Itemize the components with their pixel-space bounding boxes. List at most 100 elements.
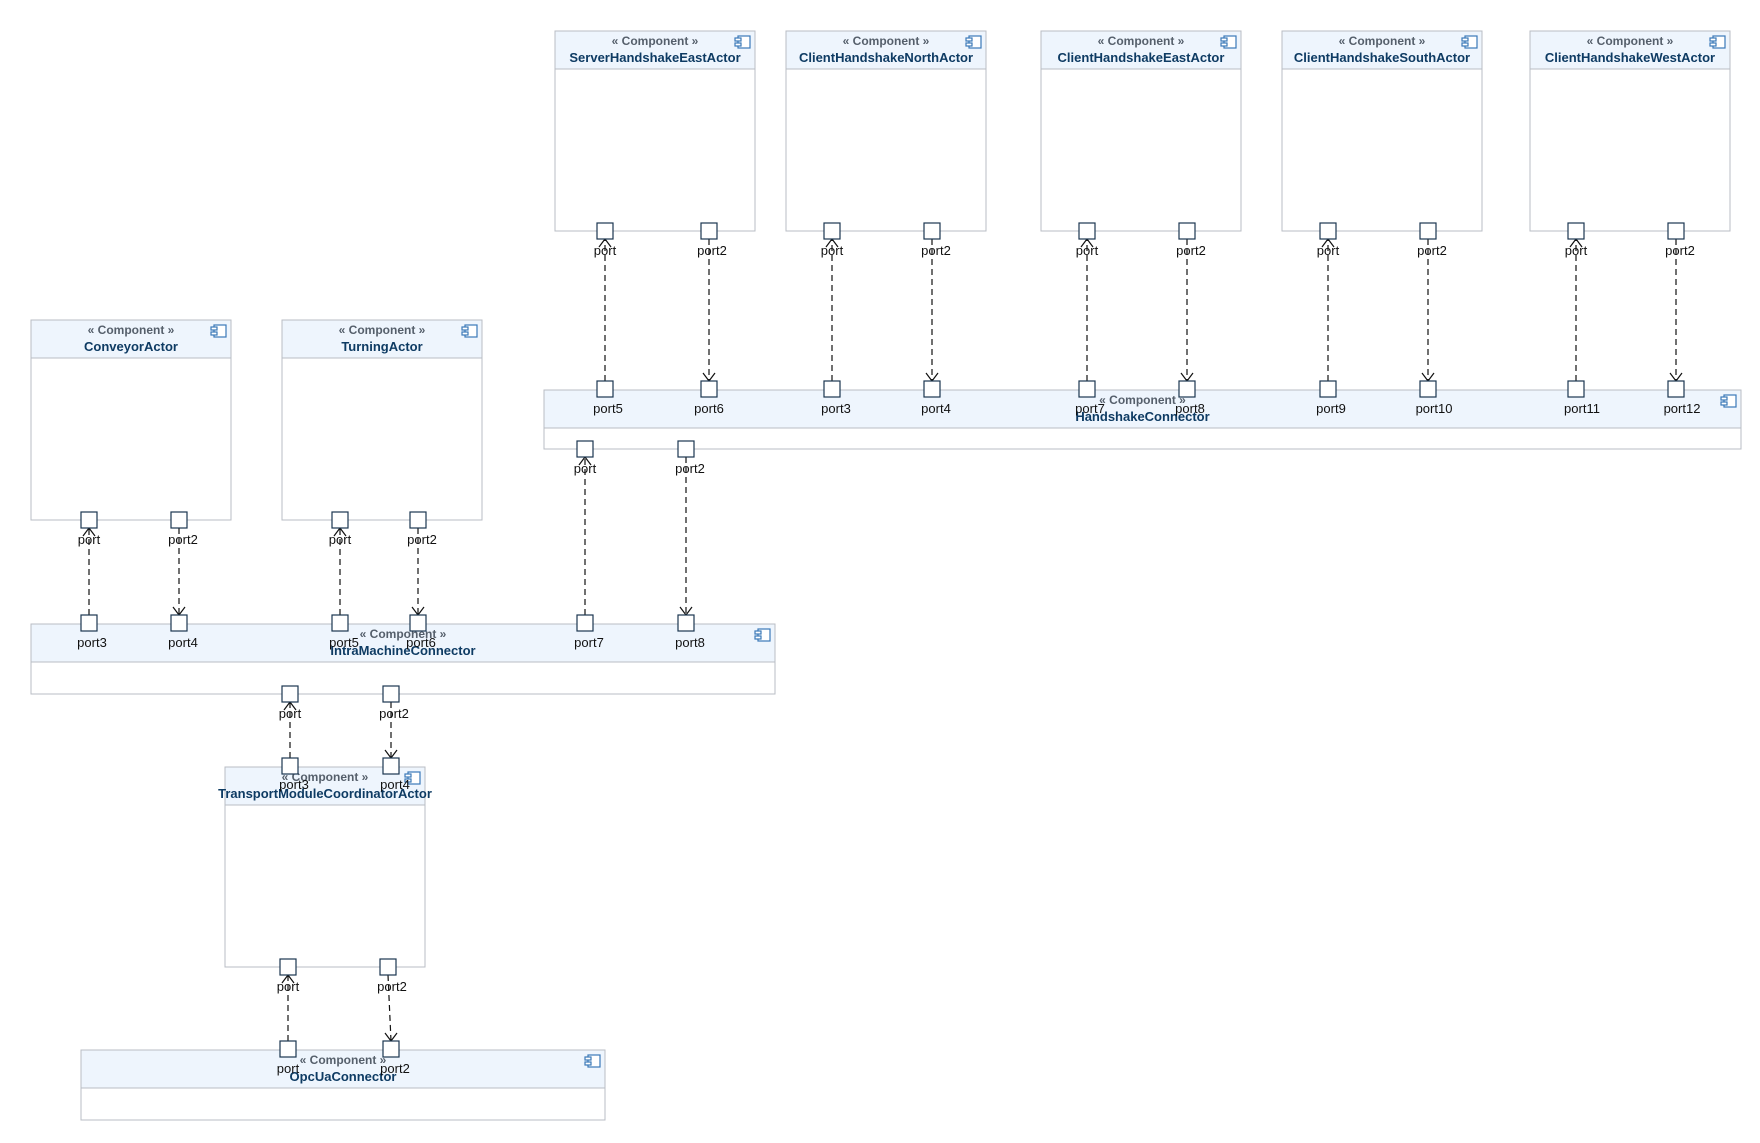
port-handshake-connector-p12[interactable]: port12 bbox=[1664, 380, 1701, 416]
port-client-handshake-north-actor-p2[interactable]: port2 bbox=[921, 222, 951, 258]
port-square[interactable] bbox=[1319, 222, 1337, 240]
port-square[interactable] bbox=[382, 1040, 400, 1058]
port-square[interactable] bbox=[1667, 222, 1685, 240]
dependency-client-handshake-east-actor-p2-to-handshake-connector-p8[interactable] bbox=[1180, 239, 1194, 382]
dependency-handshake-connector-p2-to-intra-machine-connector-p8[interactable] bbox=[679, 457, 693, 616]
port-handshake-connector-p7[interactable]: port7 bbox=[1075, 380, 1105, 416]
port-square[interactable] bbox=[279, 958, 297, 976]
port-intra-machine-connector-p1[interactable]: port bbox=[279, 685, 302, 721]
port-intra-machine-connector-p3[interactable]: port3 bbox=[77, 614, 107, 650]
port-handshake-connector-p3[interactable]: port3 bbox=[821, 380, 851, 416]
port-square[interactable] bbox=[576, 440, 594, 458]
port-square[interactable] bbox=[1567, 222, 1585, 240]
port-conveyor-actor-p2[interactable]: port2 bbox=[168, 511, 198, 547]
port-square[interactable] bbox=[170, 511, 188, 529]
client-handshake-west-actor[interactable]: « Component »ClientHandshakeWestActorpor… bbox=[1529, 30, 1731, 258]
port-square[interactable] bbox=[1078, 380, 1096, 398]
port-square[interactable] bbox=[281, 685, 299, 703]
port-square[interactable] bbox=[1078, 222, 1096, 240]
port-square[interactable] bbox=[1667, 380, 1685, 398]
port-client-handshake-south-actor-p2[interactable]: port2 bbox=[1417, 222, 1447, 258]
port-client-handshake-south-actor-p1[interactable]: port bbox=[1317, 222, 1340, 258]
port-client-handshake-north-actor-p1[interactable]: port bbox=[821, 222, 844, 258]
port-client-handshake-east-actor-p2[interactable]: port2 bbox=[1176, 222, 1206, 258]
port-square[interactable] bbox=[1419, 222, 1437, 240]
dependency-intra-machine-connector-p7-to-handshake-connector-p1[interactable] bbox=[578, 456, 592, 615]
port-intra-machine-connector-p5[interactable]: port5 bbox=[329, 614, 359, 650]
port-square[interactable] bbox=[382, 757, 400, 775]
port-square[interactable] bbox=[382, 685, 400, 703]
port-server-handshake-east-actor-p1[interactable]: port bbox=[594, 222, 617, 258]
port-turning-actor-p1[interactable]: port bbox=[329, 511, 352, 547]
port-conveyor-actor-p1[interactable]: port bbox=[78, 511, 101, 547]
port-intra-machine-connector-p6[interactable]: port6 bbox=[406, 614, 436, 650]
port-square[interactable] bbox=[823, 222, 841, 240]
port-client-handshake-west-actor-p2[interactable]: port2 bbox=[1665, 222, 1695, 258]
port-intra-machine-connector-p7[interactable]: port7 bbox=[574, 614, 604, 650]
port-transport-module-coordinator-actor-p4[interactable]: port4 bbox=[380, 757, 410, 792]
port-handshake-connector-p4[interactable]: port4 bbox=[921, 380, 951, 416]
port-square[interactable] bbox=[923, 222, 941, 240]
port-square[interactable] bbox=[1419, 380, 1437, 398]
dependency-handshake-connector-p11-to-client-handshake-west-actor-p1[interactable] bbox=[1569, 238, 1583, 381]
port-handshake-connector-p9[interactable]: port9 bbox=[1316, 380, 1346, 416]
port-square[interactable] bbox=[80, 614, 98, 632]
port-square[interactable] bbox=[1178, 222, 1196, 240]
transport-module-coordinator-actor[interactable]: « Component »TransportModuleCoordinatorA… bbox=[218, 757, 432, 994]
port-intra-machine-connector-p4[interactable]: port4 bbox=[168, 614, 198, 650]
port-handshake-connector-p8[interactable]: port8 bbox=[1175, 380, 1205, 416]
dependency-handshake-connector-p9-to-client-handshake-south-actor-p1[interactable] bbox=[1321, 238, 1335, 381]
port-intra-machine-connector-p8[interactable]: port8 bbox=[675, 614, 705, 650]
port-server-handshake-east-actor-p2[interactable]: port2 bbox=[697, 222, 727, 258]
port-square[interactable] bbox=[170, 614, 188, 632]
port-square[interactable] bbox=[331, 511, 349, 529]
port-square[interactable] bbox=[596, 380, 614, 398]
dependency-client-handshake-south-actor-p2-to-handshake-connector-p10[interactable] bbox=[1421, 239, 1435, 382]
port-client-handshake-west-actor-p1[interactable]: port bbox=[1565, 222, 1588, 258]
port-square[interactable] bbox=[331, 614, 349, 632]
port-handshake-connector-p10[interactable]: port10 bbox=[1416, 380, 1453, 416]
port-square[interactable] bbox=[80, 511, 98, 529]
port-handshake-connector-p11[interactable]: port11 bbox=[1564, 380, 1600, 416]
client-handshake-east-actor[interactable]: « Component »ClientHandshakeEastActorpor… bbox=[1040, 30, 1242, 258]
port-square[interactable] bbox=[1567, 380, 1585, 398]
port-handshake-connector-p1[interactable]: port bbox=[574, 440, 597, 476]
port-transport-module-coordinator-actor-p1[interactable]: port bbox=[277, 958, 300, 994]
dependency-handshake-connector-p5-to-server-handshake-east-actor-p1[interactable] bbox=[598, 238, 612, 381]
port-square[interactable] bbox=[1319, 380, 1337, 398]
port-square[interactable] bbox=[409, 614, 427, 632]
port-square[interactable] bbox=[1178, 380, 1196, 398]
port-square[interactable] bbox=[823, 380, 841, 398]
port-client-handshake-east-actor-p1[interactable]: port bbox=[1076, 222, 1099, 258]
port-square[interactable] bbox=[281, 757, 299, 775]
port-square[interactable] bbox=[596, 222, 614, 240]
port-transport-module-coordinator-actor-p2[interactable]: port2 bbox=[377, 958, 407, 994]
port-intra-machine-connector-p2[interactable]: port2 bbox=[379, 685, 409, 721]
port-square[interactable] bbox=[379, 958, 397, 976]
port-square[interactable] bbox=[279, 1040, 297, 1058]
dependency-server-handshake-east-actor-p2-to-handshake-connector-p6[interactable] bbox=[702, 239, 716, 382]
client-handshake-north-actor[interactable]: « Component »ClientHandshakeNorthActorpo… bbox=[785, 30, 987, 258]
dependency-handshake-connector-p3-to-client-handshake-north-actor-p1[interactable] bbox=[825, 238, 839, 381]
port-handshake-connector-p2[interactable]: port2 bbox=[675, 440, 705, 476]
port-square[interactable] bbox=[700, 222, 718, 240]
dependency-client-handshake-north-actor-p2-to-handshake-connector-p4[interactable] bbox=[925, 239, 939, 382]
port-square[interactable] bbox=[576, 614, 594, 632]
port-square[interactable] bbox=[923, 380, 941, 398]
port-opc-ua-connector-p1[interactable]: port bbox=[277, 1040, 300, 1076]
port-square[interactable] bbox=[700, 380, 718, 398]
port-turning-actor-p2[interactable]: port2 bbox=[407, 511, 437, 547]
port-square[interactable] bbox=[677, 614, 695, 632]
port-square[interactable] bbox=[409, 511, 427, 529]
port-transport-module-coordinator-actor-p3[interactable]: port3 bbox=[279, 757, 309, 792]
port-handshake-connector-p5[interactable]: port5 bbox=[593, 380, 623, 416]
dependency-handshake-connector-p7-to-client-handshake-east-actor-p1[interactable] bbox=[1080, 238, 1094, 381]
server-handshake-east-actor[interactable]: « Component »ServerHandshakeEastActorpor… bbox=[554, 30, 756, 258]
client-handshake-south-actor[interactable]: « Component »ClientHandshakeSouthActorpo… bbox=[1281, 30, 1483, 258]
port-opc-ua-connector-p2[interactable]: port2 bbox=[380, 1040, 410, 1076]
